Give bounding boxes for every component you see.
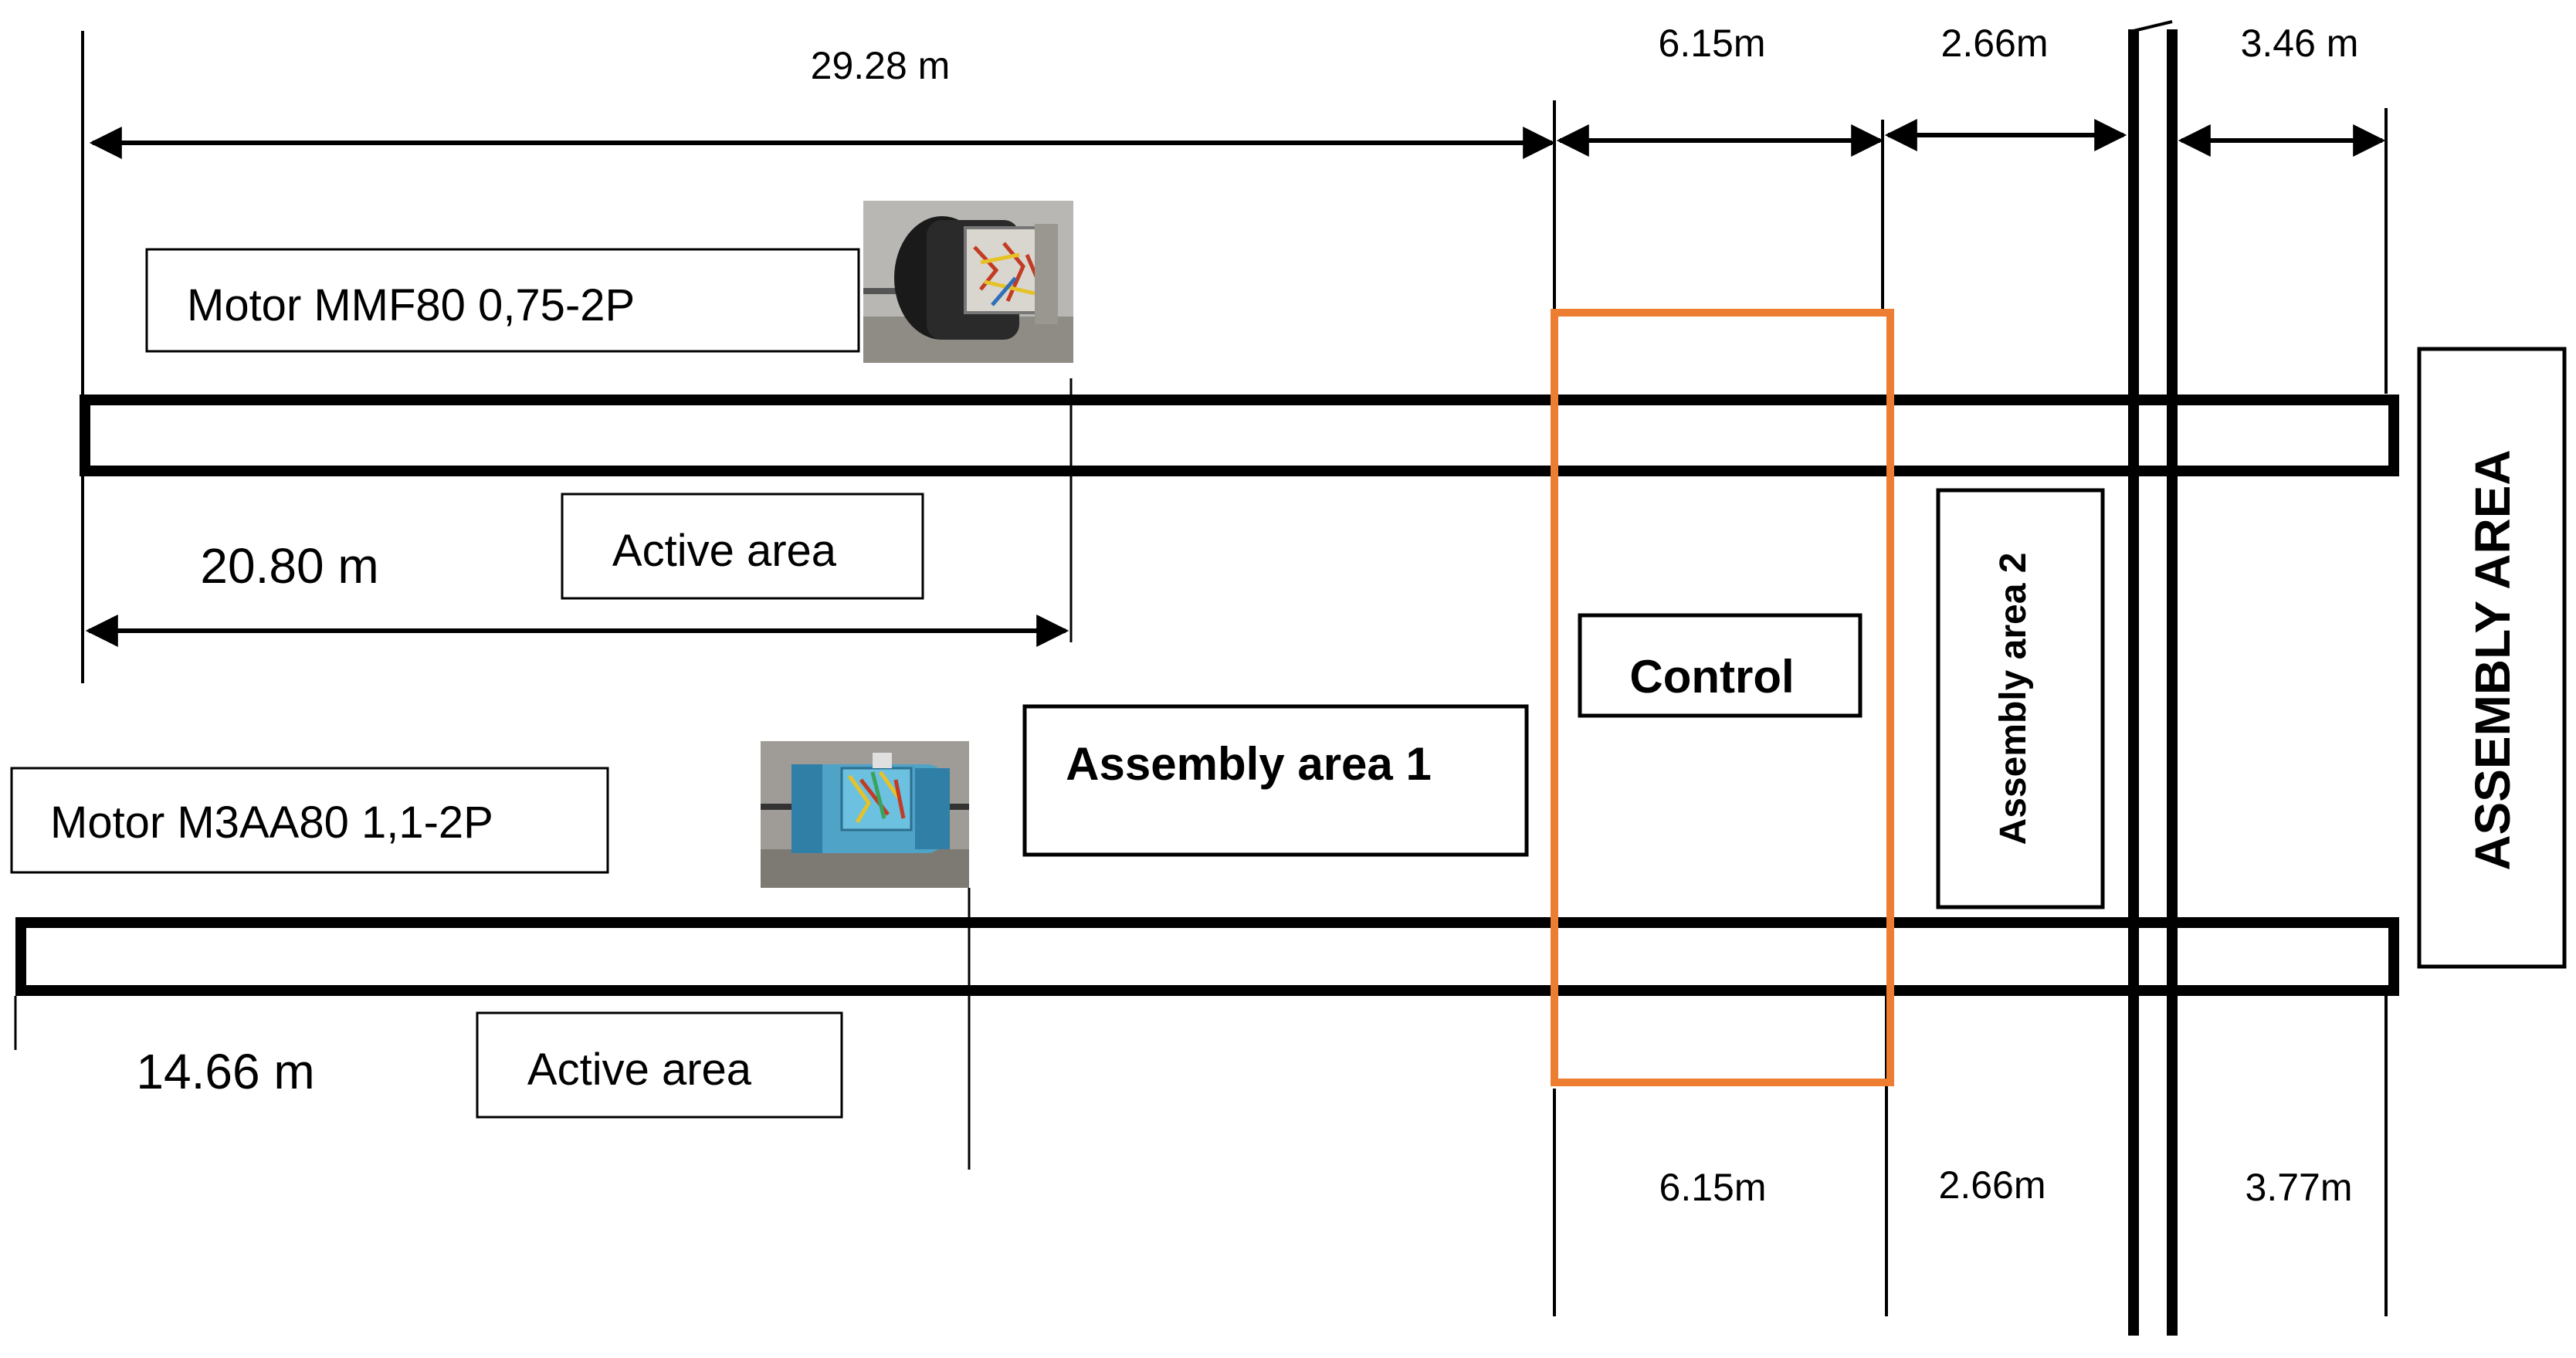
- active-area-2-box: [476, 1011, 843, 1119]
- active-area-2-label: Active area: [527, 1045, 752, 1095]
- production-line-1: [80, 395, 2399, 476]
- active-area-1-label: Active area: [612, 526, 837, 576]
- motor2-photo-icon: [761, 741, 969, 888]
- dim-bottom-assembly2: 2.66m: [1939, 1163, 2046, 1207]
- motor2-label-box: [10, 767, 609, 874]
- dim-line1-active: 20.80 m: [200, 538, 378, 594]
- active-area-1-box: [561, 493, 924, 600]
- control-label-box: [1578, 613, 1863, 718]
- motor1-label: Motor MMF80 0,75-2P: [187, 280, 635, 330]
- assembly-area-2-box: [1936, 488, 2105, 909]
- assembly-area-box: [2417, 347, 2567, 969]
- assembly-area-1-box: [1022, 704, 1529, 857]
- motor1-photo-icon: [863, 201, 1073, 363]
- wall-break-mark: [2133, 20, 2173, 32]
- production-line-2: [15, 917, 2399, 996]
- assembly-area-label: ASSEMBLY AREA: [2465, 449, 2520, 870]
- assembly-area-2-label: Assembly area 2: [1993, 553, 2034, 845]
- assembly-area-1-label: Assembly area 1: [1066, 738, 1432, 790]
- dim-top-control: 6.15m: [1659, 22, 1766, 65]
- dim-bottom-control: 6.15m: [1659, 1166, 1767, 1209]
- control-label: Control: [1629, 651, 1794, 703]
- dim-line2-active: 14.66 m: [136, 1044, 314, 1099]
- motor1-label-box: [145, 248, 860, 353]
- control-zone: [1551, 309, 1894, 1086]
- dim-top-total: 29.28 m: [811, 44, 951, 87]
- dim-bottom-right: 3.77m: [2246, 1166, 2353, 1209]
- dim-top-right: 3.46 m: [2241, 22, 2359, 65]
- motor2-label: Motor M3AA80 1,1-2P: [50, 798, 493, 848]
- dim-top-assembly2: 2.66m: [1941, 22, 2049, 65]
